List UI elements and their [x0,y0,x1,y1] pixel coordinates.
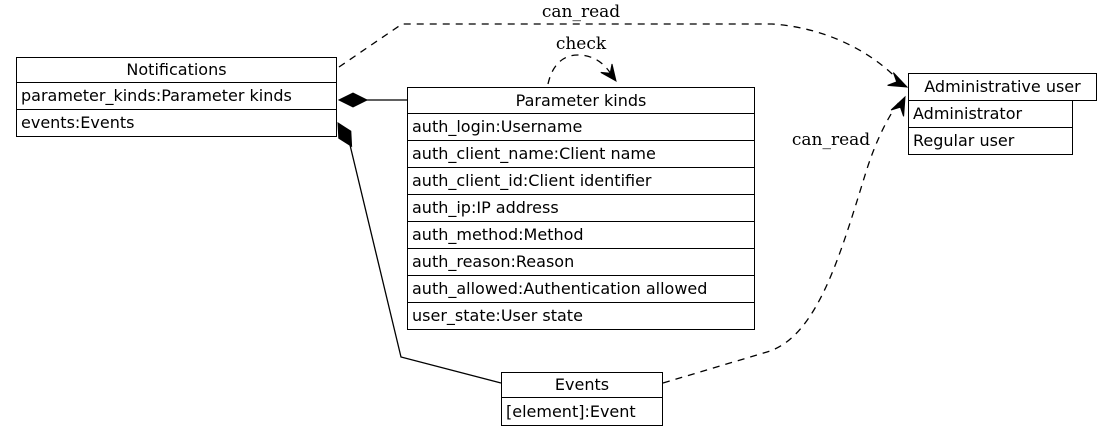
edge-label-check: check [555,34,607,54]
node-notifications: Notifications parameter_kinds:Parameter … [16,57,337,137]
field-user-state: user_state:User state [407,302,755,330]
field-auth-client-name: auth_client_name:Client name [407,140,755,168]
vee-arrowhead-check [600,63,617,82]
field-administrator: Administrator [908,100,1073,128]
node-events-title: Events [501,372,663,398]
field-auth-allowed: auth_allowed:Authentication allowed [407,275,755,303]
node-administrative-user: Administrative user Administrator Regula… [908,73,1097,155]
edge-composition-events [349,144,502,384]
composition-diamond-parameter-kinds-icon [337,92,369,108]
composition-diamond-events-icon [337,122,353,148]
field-auth-method: auth_method:Method [407,221,755,249]
node-parameter-kinds: Parameter kinds auth_login:Username auth… [407,87,755,330]
edge-can-read-top [338,23,902,84]
edge-can-read-bottom [662,100,901,384]
vee-arrowhead-can-read-top [887,72,909,88]
edge-check-loop [547,54,612,85]
vee-arrowhead-can-read-bottom [890,95,906,117]
node-notifications-title: Notifications [16,57,337,83]
node-parameter-kinds-title: Parameter kinds [407,87,755,114]
field-auth-login: auth_login:Username [407,113,755,141]
field-element-event: [element]:Event [501,397,663,426]
field-parameter-kinds: parameter_kinds:Parameter kinds [16,82,337,110]
field-auth-reason: auth_reason:Reason [407,248,755,276]
node-administrative-user-title: Administrative user [908,73,1097,101]
node-events: Events [element]:Event [501,372,663,426]
edge-label-can-read-bottom: can_read [791,130,871,150]
field-auth-client-id: auth_client_id:Client identifier [407,167,755,195]
edge-label-can-read-top: can_read [541,2,621,22]
field-regular-user: Regular user [908,127,1073,155]
field-auth-ip: auth_ip:IP address [407,194,755,222]
field-events: events:Events [16,109,337,137]
